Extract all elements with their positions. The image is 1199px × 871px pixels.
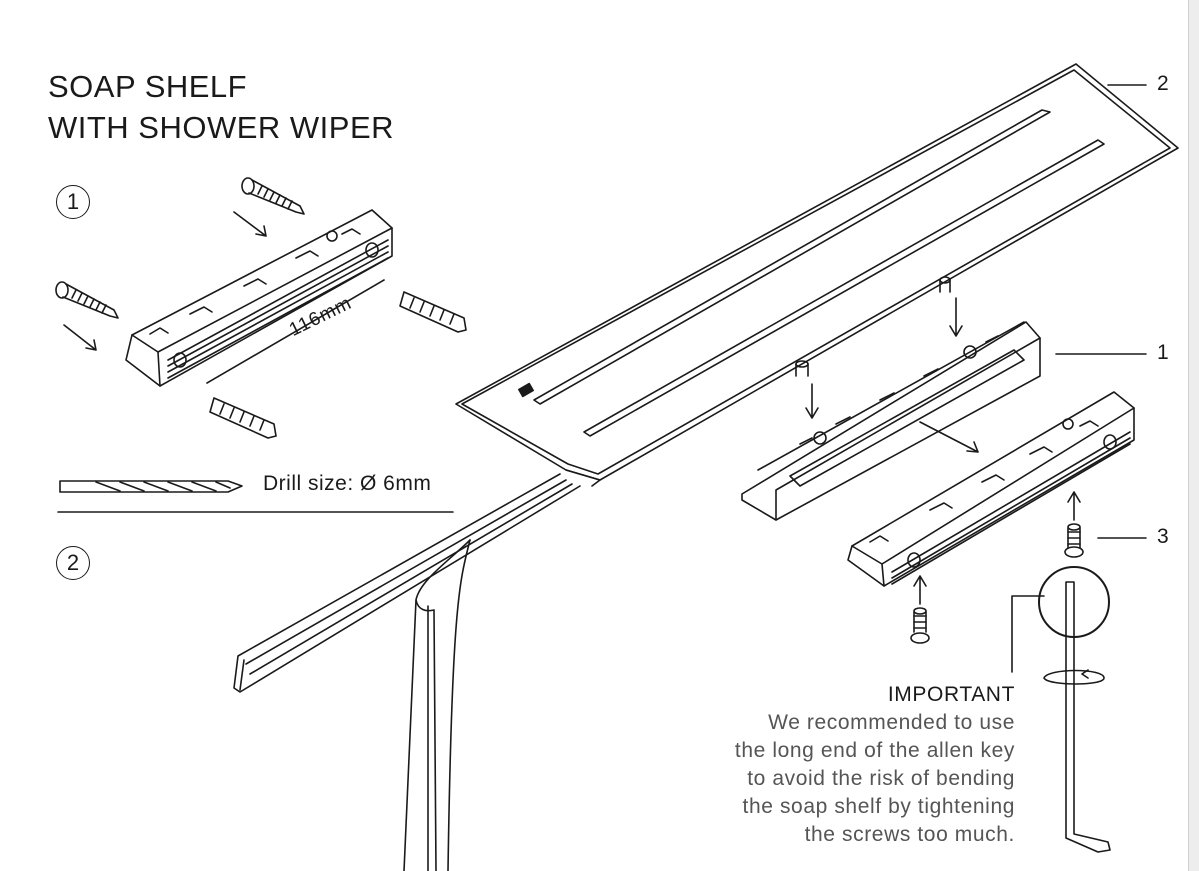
dimension-line [206, 279, 385, 384]
shower-wiper [233, 473, 581, 871]
direction-arrow [805, 297, 1081, 605]
wall-plug-left [209, 397, 277, 439]
set-screw [910, 523, 1084, 644]
shelf-pin [795, 276, 951, 377]
title-line-2: WITH SHOWER WIPER [48, 110, 395, 145]
step-1-marker: 1 [56, 185, 90, 219]
part-1-label: 1 [1157, 341, 1169, 364]
note-line: the soap shelf by tightening [742, 795, 1015, 818]
page-title: SOAP SHELF WITH SHOWER WIPER [48, 66, 394, 148]
note-line: to avoid the risk of bending [747, 767, 1015, 790]
mounting-rail-step1 [125, 209, 393, 387]
note-line: We recommended to use [768, 711, 1015, 734]
part-3-label: 3 [1157, 525, 1169, 548]
step-2-marker: 2 [56, 546, 90, 580]
wall-plug-right [399, 291, 467, 333]
wall-screw-lower [55, 281, 119, 319]
important-note: IMPORTANT We recommended to use the long… [735, 681, 1015, 849]
note-heading: IMPORTANT [887, 683, 1015, 706]
mounting-rail-assembled [847, 391, 1135, 587]
drill-bit [59, 480, 243, 493]
wall-screw-upper [241, 177, 305, 215]
soap-shelf [455, 63, 1179, 487]
leader-line [1055, 84, 1147, 539]
drill-size-label: Drill size: Ø 6mm [263, 472, 432, 495]
note-line: the screws too much. [804, 823, 1015, 846]
note-line: the long end of the allen key [734, 739, 1015, 762]
part-2-label: 2 [1157, 72, 1169, 95]
page-edge [1188, 0, 1199, 871]
mounting-frame [741, 321, 1041, 521]
allen-key [1011, 566, 1111, 853]
title-line-1: SOAP SHELF [48, 69, 248, 104]
direction-arrow [63, 211, 267, 351]
